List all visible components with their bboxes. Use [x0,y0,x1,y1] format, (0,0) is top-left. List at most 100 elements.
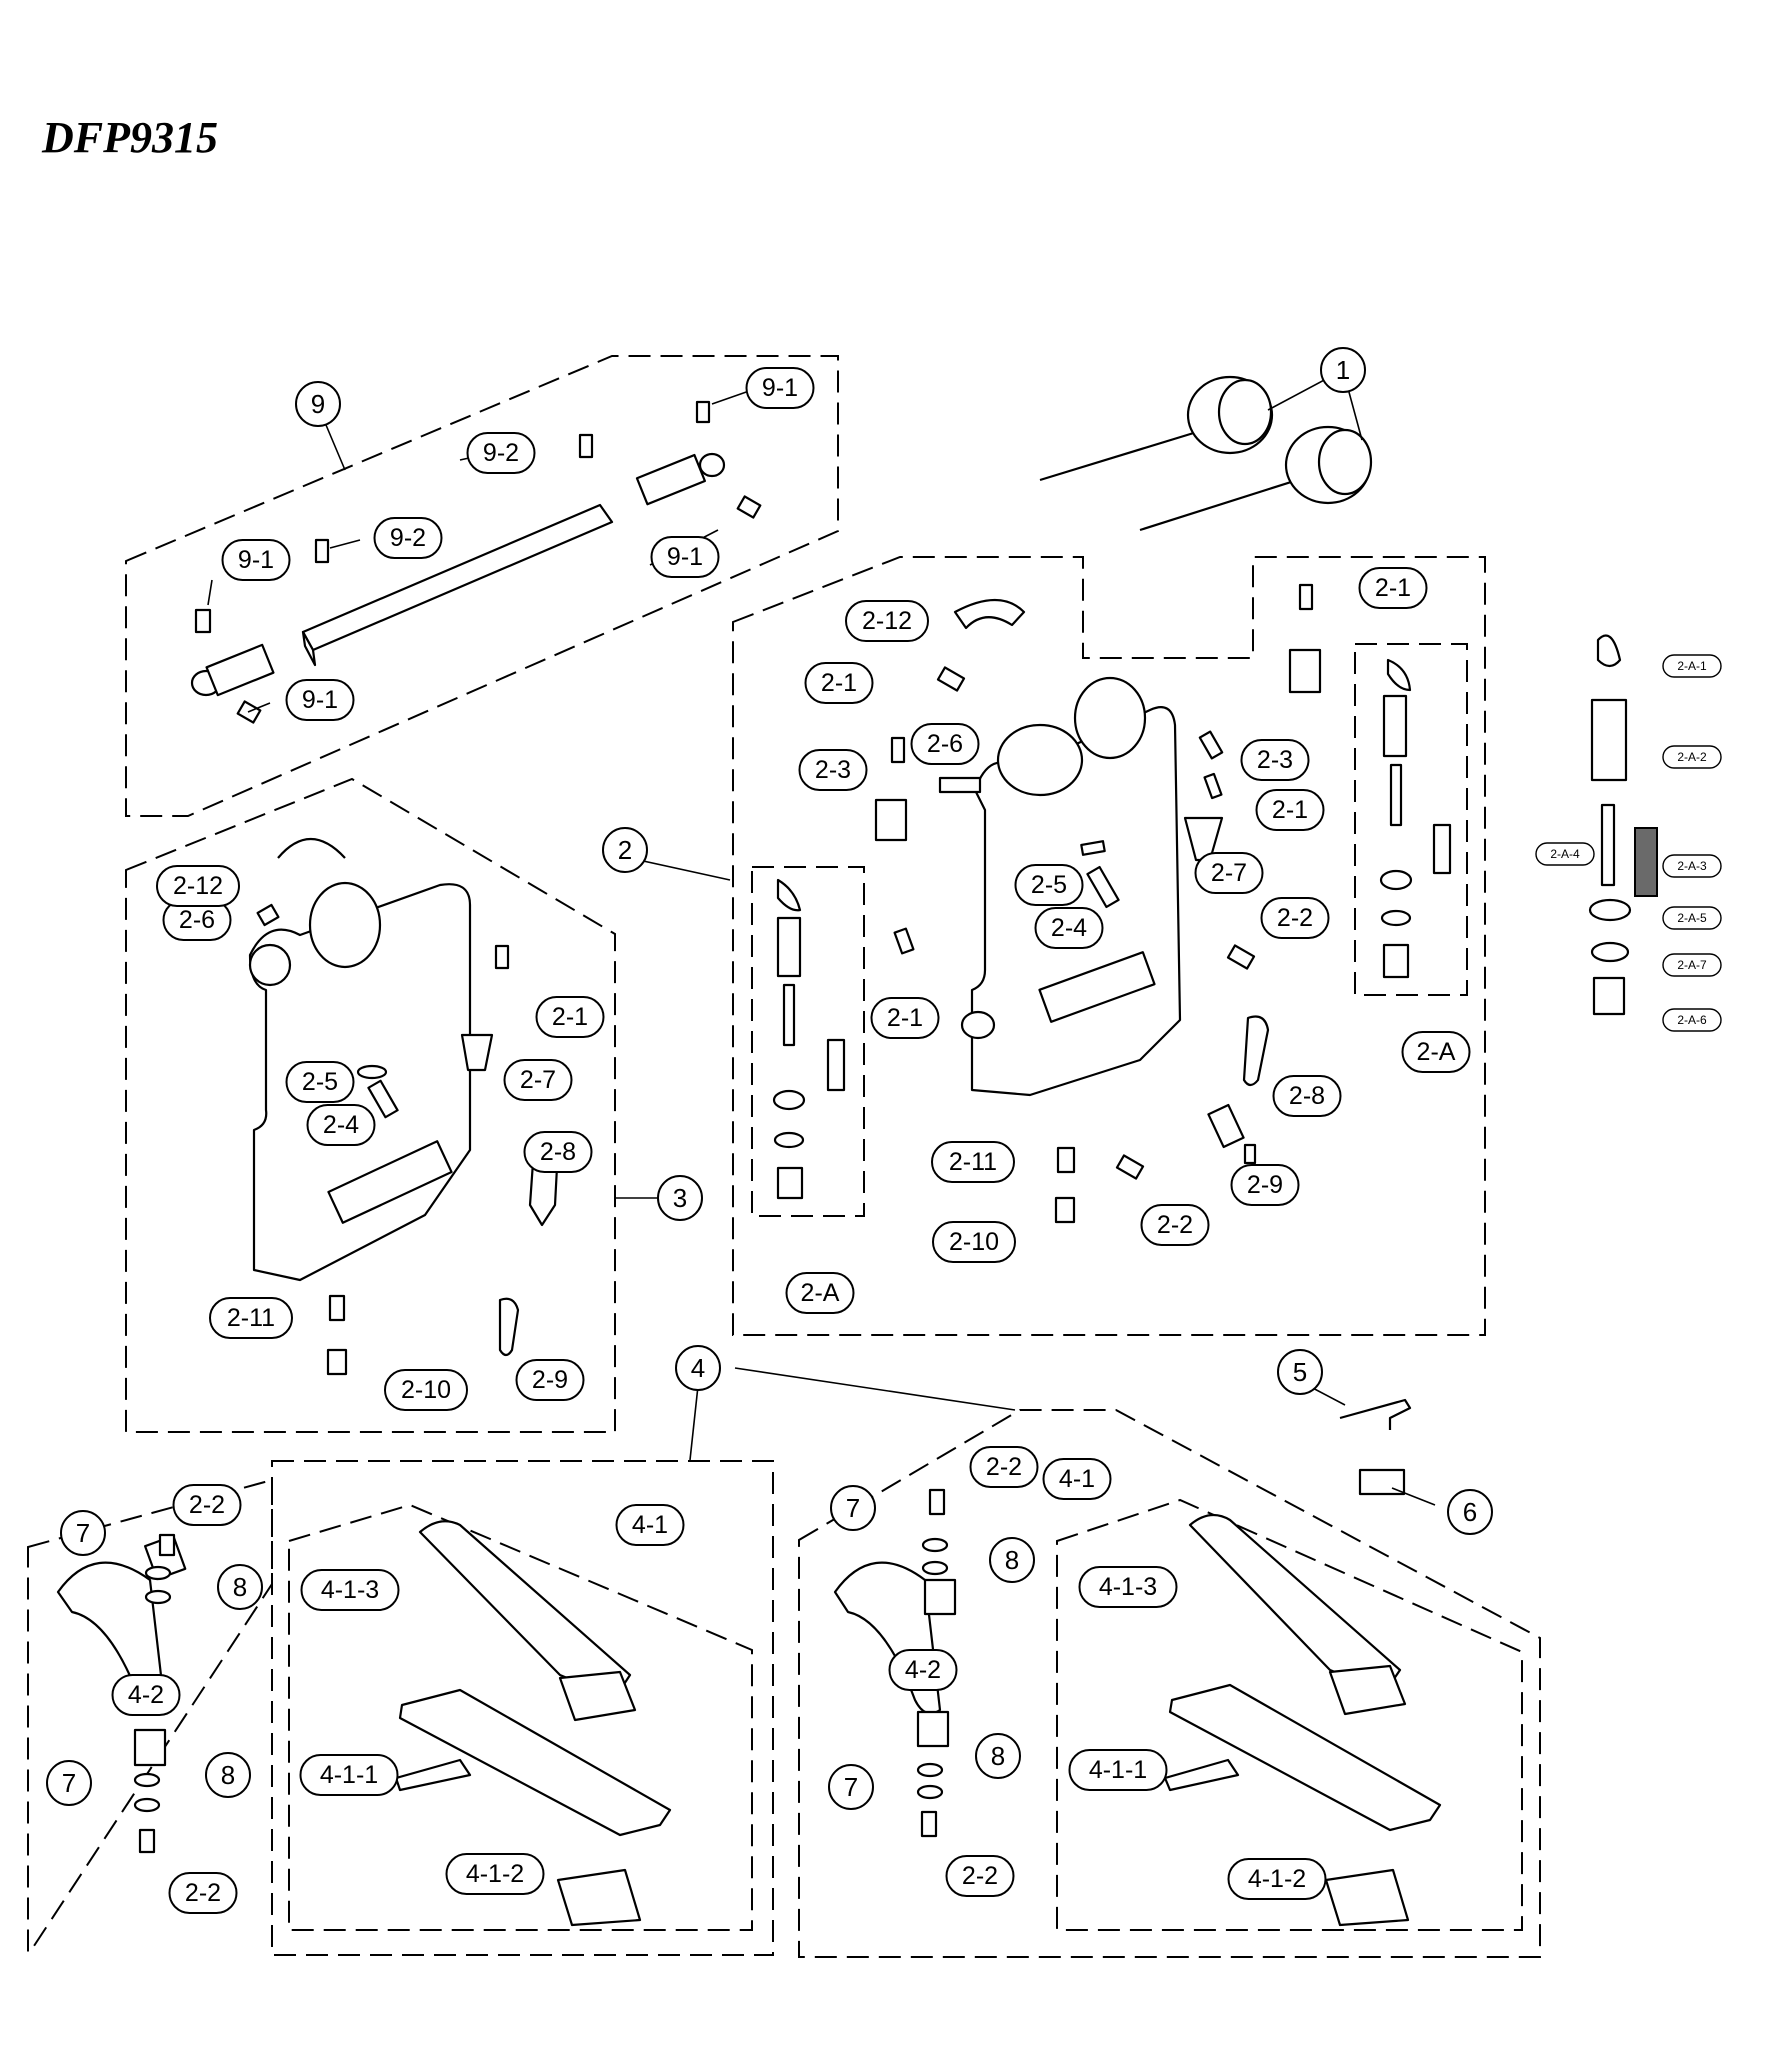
callout-text: 2-2 [189,1491,225,1519]
callout-outline [535,996,605,1038]
callout-outline [60,1510,106,1556]
callout-c2-1-4: 2-1 [535,996,605,1038]
right-frame [936,599,1270,1224]
callout-c4-1-2-2: 4-1-2 [1227,1858,1327,1900]
group-2a-right-box [1354,643,1468,996]
callout-c2-1-5: 2-1 [870,997,940,1039]
callout-outline [1535,842,1595,866]
callout-c2-12-1: 2-12 [845,600,929,642]
callout-c2-3-1: 2-3 [798,749,868,791]
callout-c2-A-7-1: 2-A-7 [1662,953,1722,977]
callout-text: 2-5 [1031,871,1067,899]
callout-text: 2-10 [949,1228,999,1256]
callout-c2a-right-1: 2-A [1401,1031,1471,1073]
callout-text: 2-12 [862,607,912,635]
callout-c8-2: 8 [205,1752,251,1798]
callout-text: 2-12 [173,872,223,900]
callout-c2-2-6: 2-2 [945,1855,1015,1897]
callout-outline [657,1175,703,1221]
callout-outline [373,517,443,559]
callout-outline [650,536,720,578]
callout-text: 2 [618,835,632,865]
callout-c2-9-2: 2-9 [515,1359,585,1401]
callout-text: 2-1 [821,669,857,697]
callout-outline [1042,1458,1112,1500]
callout-outline [445,1853,545,1895]
callout-c8-4: 8 [975,1733,1021,1779]
callout-text: 4-2 [128,1681,164,1709]
callout-c2-2-2: 2-2 [1140,1204,1210,1246]
group-boxes [27,355,1541,1958]
callout-outline [830,1485,876,1531]
callout-outline [1662,745,1722,769]
callout-outline [932,1221,1016,1263]
callout-text: 4 [691,1353,705,1383]
callout-outline [209,1297,293,1339]
callout-text: 4-1 [1059,1465,1095,1493]
callout-text: 6 [1463,1497,1477,1527]
callout-text: 4-1-1 [1089,1756,1147,1784]
callout-outline [1662,953,1722,977]
callout-outline [945,1855,1015,1897]
callout-text: 2-5 [302,1068,338,1096]
callout-text: 2-A-2 [1677,750,1707,764]
callout-outline [1260,897,1330,939]
callout-c8-3: 8 [989,1537,1035,1583]
callout-outline [111,1674,181,1716]
callout-outline [1240,739,1310,781]
callout-text: 2-11 [227,1304,275,1332]
callout-c4-1-2: 4-1 [1042,1458,1112,1500]
group-4-1-right-box [1056,1498,1523,1931]
callout-text: 1 [1336,355,1350,385]
callout-c7-4: 7 [828,1764,874,1810]
callout-c9-1-1: 9-1 [745,367,815,409]
callout-c2-2-5: 2-2 [168,1872,238,1914]
beater-assembly [1039,375,1373,532]
callout-text: 2-9 [532,1366,568,1394]
callout-outline [675,1345,721,1391]
callout-text: 9-2 [390,524,426,552]
callout-text: 2-10 [401,1376,451,1404]
callout-c4-1-1: 4-1 [615,1504,685,1546]
callout-c9-1-4: 9-1 [285,679,355,721]
callout-c2-11-2: 2-11 [209,1297,293,1339]
callout-c2-6-1: 2-6 [910,723,980,765]
callout-text: 2-A [801,1279,840,1307]
group-3-box [125,777,616,1433]
callout-text: 2-A-3 [1677,859,1707,873]
callout-outline [384,1369,468,1411]
callout-text: 2-2 [1277,904,1313,932]
callout-text: 2-2 [962,1862,998,1890]
callout-text: 2-9 [1247,1171,1283,1199]
callout-c4-2-2: 4-2 [888,1649,958,1691]
callout-c9-2-2: 9-2 [373,517,443,559]
group-4-left-box [271,1460,774,1956]
callout-text: 4-1 [632,1511,668,1539]
callout-text: 2-A-1 [1677,659,1707,673]
callout-outline [1662,1008,1722,1032]
callout-text: 8 [991,1741,1005,1771]
callout-text: 7 [846,1493,860,1523]
callout-c2-A-4-1: 2-A-4 [1535,842,1595,866]
callout-outline [1447,1489,1493,1535]
callout-c8-1: 8 [217,1564,263,1610]
callout-outline [745,367,815,409]
callout-text: 2-1 [887,1004,923,1032]
callout-outline [828,1764,874,1810]
callout-outline [503,1059,573,1101]
callout-text: 4-1-1 [320,1761,378,1789]
callout-text: 8 [1005,1545,1019,1575]
callout-outline [299,1754,399,1796]
callout-text: 4-1-2 [466,1860,524,1888]
callout-text: 5 [1293,1357,1307,1387]
callout-c2-5-1: 2-5 [1014,864,1084,906]
callout-outline [168,1872,238,1914]
callout-text: 2-4 [1051,914,1087,942]
callout-c2-1-3: 2-1 [1255,789,1325,831]
callout-outline [975,1733,1021,1779]
callout-c2-A-6-1: 2-A-6 [1662,1008,1722,1032]
callout-outline [1034,907,1104,949]
callout-text: 9 [311,389,325,419]
callout-c2-8-2: 2-8 [523,1131,593,1173]
callout-text: 2-2 [986,1453,1022,1481]
